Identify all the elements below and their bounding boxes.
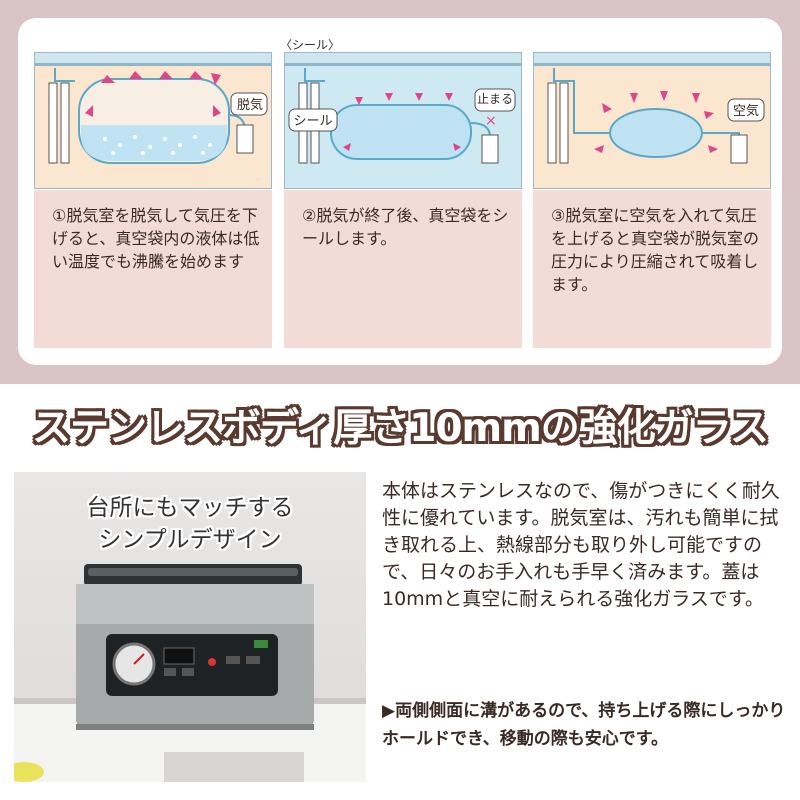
- photo-caption-line-2: シンプルデザイン: [98, 527, 282, 553]
- heading-bar: ステンレスボディ厚さ10mmの強化ガラス: [0, 384, 800, 466]
- step-2-illustration: ×: [285, 53, 521, 188]
- body-paragraph: 本体はステンレスなので、傷がつきにくく耐久性に優れています。脱気室は、汚れも簡単…: [382, 480, 780, 610]
- step-panel-1: 脱気 ①脱気室を脱気して気圧を下げると、真空袋内の液体は低い温度でも沸騰を始めま…: [34, 52, 272, 348]
- step-3-diagram: 空気: [533, 52, 771, 189]
- step-2-seal-tag: シール: [293, 114, 333, 129]
- product-photo: 台所にもマッチする シンプルデザイン: [14, 472, 366, 782]
- step-2-description: ②脱気が終了後、真空袋をシールします。: [284, 190, 522, 348]
- step-1-diagram: 脱気: [34, 52, 272, 189]
- step-2-tag: 止まる: [476, 92, 513, 106]
- feature-note: ▶両側側面に溝があるので、持ち上げる際にしっかりホールドでき、移動の際も安心です…: [382, 701, 786, 749]
- step-1-tag: 脱気: [236, 98, 263, 113]
- svg-text:×: ×: [485, 113, 497, 129]
- step-panel-2: × 止まる シール ②脱気が終了後、真空袋をシールします。: [284, 52, 522, 348]
- step-1-illustration: [35, 53, 271, 188]
- photo-caption-line-1: 台所にもマッチする: [86, 495, 294, 521]
- step-2-diagram: × 止まる シール: [284, 52, 522, 189]
- photo-caption: 台所にもマッチする シンプルデザイン: [14, 492, 366, 556]
- step-panel-3: 空気 ③脱気室に空気を入れて気圧を上げると真空袋が脱気室の圧力により圧縮されて吸…: [533, 52, 771, 348]
- vacuum-sealer-image: [14, 564, 366, 782]
- step-label: 〈シール〉: [280, 38, 341, 52]
- section-heading: ステンレスボディ厚さ10mmの強化ガラス: [31, 406, 769, 451]
- step-3-description: ③脱気室に空気を入れて気圧を上げると真空袋が脱気室の圧力により圧縮されて吸着しま…: [533, 190, 771, 348]
- step-3-tag: 空気: [732, 104, 759, 119]
- step-1-description: ①脱気室を脱気して気圧を下げると、真空袋内の液体は低い温度でも沸騰を始めます: [34, 190, 272, 348]
- step-3-illustration: [534, 53, 770, 188]
